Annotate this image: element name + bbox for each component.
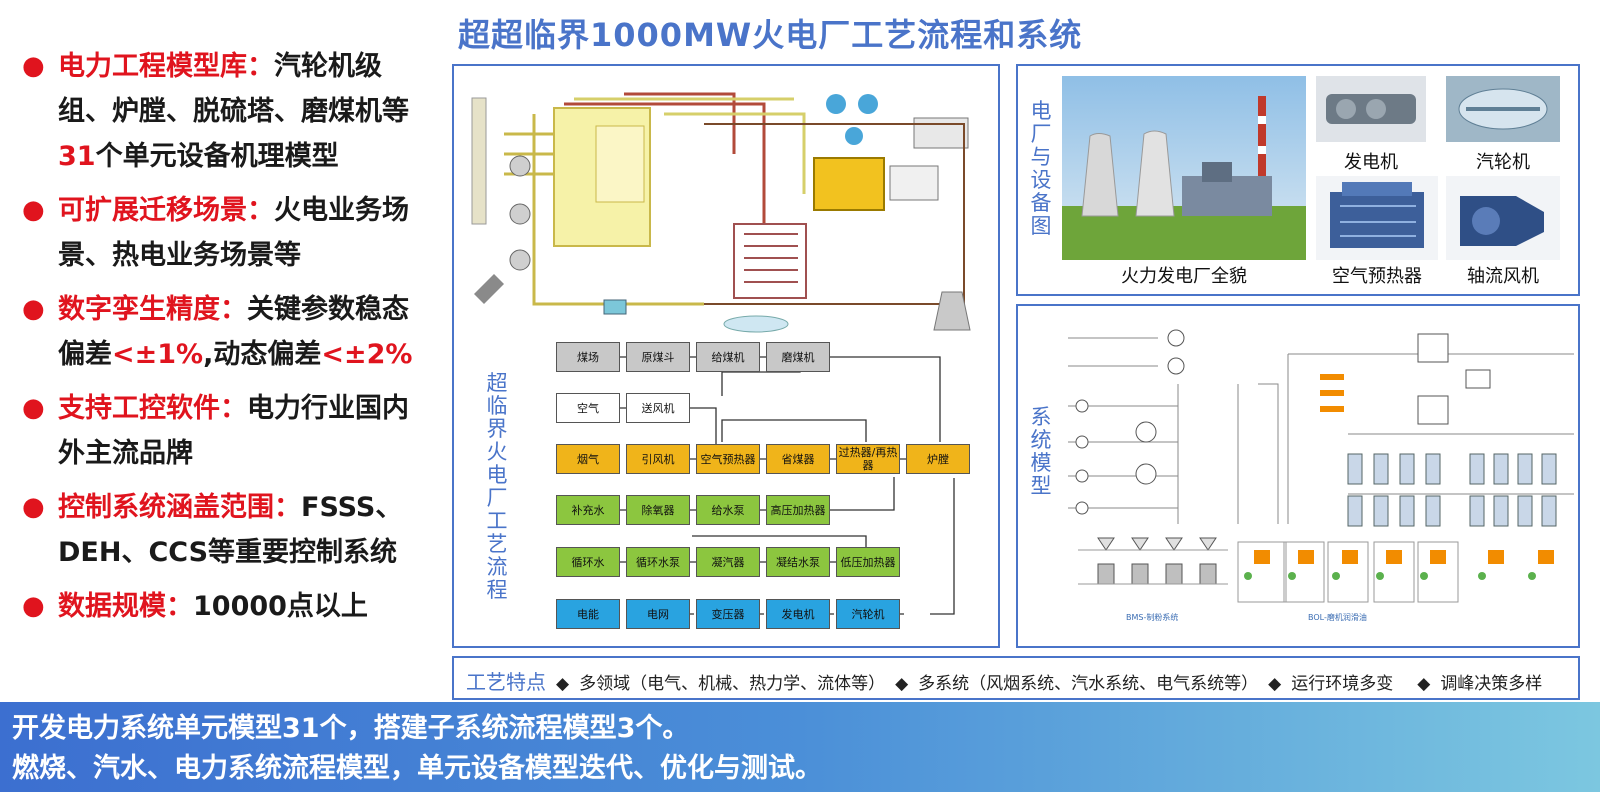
bullet-dot: ● bbox=[22, 294, 45, 324]
process-flow-panel: 超临界火电厂工艺流程 煤场 原煤斗 给煤机 磨煤机 空气 送风机 烟气 引风机 … bbox=[452, 64, 1000, 648]
flow-connectors bbox=[620, 356, 955, 615]
bullet-text: ,动态偏差 bbox=[203, 339, 322, 370]
block-circ-pump: 循环水泵 bbox=[626, 547, 690, 577]
block-makeup-water: 补充水 bbox=[556, 495, 620, 525]
bullet-text: 汽轮机级组、炉膛、脱硫塔、磨煤机等 bbox=[58, 51, 409, 127]
block-feed-pump: 给水泵 bbox=[696, 495, 760, 525]
bullet-text: 关键参数稳态偏差 bbox=[58, 294, 409, 370]
bullet-label: 数字孪生精度： bbox=[58, 294, 247, 325]
diamond-icon: ◆ bbox=[556, 674, 570, 694]
summary-banner: 开发电力系统单元模型31个，搭建子系统流程模型3个。 燃烧、汽水、电力系统流程模… bbox=[0, 702, 1600, 792]
turbine-photo bbox=[1446, 76, 1560, 142]
model-label-bol: BOL-磨机润滑油 bbox=[1308, 613, 1367, 622]
model-vertical-label: 系统模型 bbox=[1030, 405, 1052, 498]
diamond-icon: ◆ bbox=[895, 674, 909, 694]
bullet-model-library: ● 电力工程模型库：汽轮机级组、炉膛、脱硫塔、磨煤机等 31个单元设备机理模型 bbox=[14, 44, 434, 179]
bullet-control-scope: ● 控制系统涵盖范围：FSSS、DEH、CCS等重要控制系统 bbox=[14, 485, 434, 575]
block-furnace: 炉膛 bbox=[906, 444, 970, 474]
bullet-highlight: <±1% bbox=[112, 339, 204, 370]
bullet-dot: ● bbox=[22, 195, 45, 225]
block-turbine: 汽轮机 bbox=[836, 599, 900, 629]
feature-item: 多领域（电气、机械、热力学、流体等） bbox=[579, 674, 886, 694]
block-air-preheater: 空气预热器 bbox=[696, 444, 760, 474]
bullet-highlight: 31 bbox=[58, 141, 96, 172]
caption-plant: 火力发电厂全貌 bbox=[1121, 266, 1247, 287]
photo-vertical-label: 电厂与设备图 bbox=[1030, 99, 1052, 238]
system-model-panel: 系统模型 bbox=[1016, 304, 1580, 648]
plant-equipment-panel: 电厂与设备图 火力发电厂全貌 发电机 汽轮机 空气预热器 bbox=[1016, 64, 1580, 296]
model-label-bms: BMS-制粉系统 bbox=[1126, 613, 1179, 622]
block-coal-mill: 磨煤机 bbox=[766, 342, 830, 372]
block-coal-field: 煤场 bbox=[556, 342, 620, 372]
block-lp-heater: 低压加热器 bbox=[836, 547, 900, 577]
feature-item: 多系统（风烟系统、汽水系统、电气系统等） bbox=[918, 674, 1259, 694]
block-air: 空气 bbox=[556, 393, 620, 423]
feature-row: 工艺特点 ◆ 多领域（电气、机械、热力学、流体等） ◆ 多系统（风烟系统、汽水系统、电气… bbox=[466, 666, 1542, 695]
bullet-label: 电力工程模型库： bbox=[58, 51, 274, 82]
block-circ-water: 循环水 bbox=[556, 547, 620, 577]
block-superheater: 过热器/再热器 bbox=[836, 444, 900, 474]
bullet-label: 可扩展迁移场景： bbox=[58, 195, 274, 226]
block-raw-coal-bunker: 原煤斗 bbox=[626, 342, 690, 372]
bullet-highlight: <±2% bbox=[321, 339, 413, 370]
block-fd-fan: 送风机 bbox=[626, 393, 690, 423]
caption-turbine: 汽轮机 bbox=[1476, 152, 1530, 173]
bullet-text: 火电业务场景、热电业务场景等 bbox=[58, 195, 409, 271]
block-coal-feeder: 给煤机 bbox=[696, 342, 760, 372]
process-features-bar: 工艺特点 ◆ 多领域（电气、机械、热力学、流体等） ◆ 多系统（风烟系统、汽水系统、电气… bbox=[452, 656, 1580, 700]
generator-photo bbox=[1316, 76, 1426, 142]
feature-item: 运行环境多变 bbox=[1291, 674, 1394, 694]
bullet-dot: ● bbox=[22, 492, 45, 522]
bullet-ics-software: ● 支持工控软件：电力行业国内外主流品牌 bbox=[14, 386, 434, 476]
feature-bullet-list: ● 电力工程模型库：汽轮机级组、炉膛、脱硫塔、磨煤机等 31个单元设备机理模型 ●… bbox=[14, 44, 434, 638]
bullet-label: 数据规模： bbox=[58, 591, 193, 622]
feature-item: 调峰决策多样 bbox=[1440, 674, 1543, 694]
process-vertical-label: 超临界火电厂工艺流程 bbox=[486, 371, 508, 602]
block-hp-heater: 高压加热器 bbox=[766, 495, 830, 525]
plant-schematic-image bbox=[471, 92, 971, 333]
block-condensate-pump: 凝结水泵 bbox=[766, 547, 830, 577]
axial-fan-photo bbox=[1446, 176, 1560, 260]
bullet-scenarios: ● 可扩展迁移场景：火电业务场景、热电业务场景等 bbox=[14, 188, 434, 278]
bullet-data-scale: ● 数据规模：10000点以上 bbox=[14, 584, 434, 629]
diamond-icon: ◆ bbox=[1417, 674, 1431, 694]
bullet-text: 10000点以上 bbox=[193, 591, 368, 622]
bullet-text: 个单元设备机理模型 bbox=[95, 141, 339, 172]
block-condenser: 凝汽器 bbox=[696, 547, 760, 577]
bullet-dot: ● bbox=[22, 393, 45, 423]
bullet-text: 电力行业国内外主流品牌 bbox=[58, 393, 409, 469]
block-power-load: 电能 bbox=[556, 599, 620, 629]
bullet-label: 支持工控软件： bbox=[58, 393, 247, 424]
bullet-dot: ● bbox=[22, 591, 45, 621]
bullet-dot: ● bbox=[22, 51, 45, 81]
block-grid: 电网 bbox=[626, 599, 690, 629]
caption-air-preheater: 空气预热器 bbox=[1332, 266, 1422, 287]
page-title: 超超临界1000MW火电厂工艺流程和系统 bbox=[458, 16, 1083, 54]
block-id-fan: 引风机 bbox=[626, 444, 690, 474]
summary-line-2: 燃烧、汽水、电力系统流程模型，单元设备模型迭代、优化与测试。 bbox=[12, 753, 822, 784]
features-title: 工艺特点 bbox=[466, 670, 546, 694]
bullet-twin-accuracy: ● 数字孪生精度：关键参数稳态偏差<±1%,动态偏差<±2% bbox=[14, 287, 434, 377]
summary-line-1: 开发电力系统单元模型31个，搭建子系统流程模型3个。 bbox=[12, 713, 690, 744]
diamond-icon: ◆ bbox=[1268, 674, 1282, 694]
block-flue-gas: 烟气 bbox=[556, 444, 620, 474]
caption-generator: 发电机 bbox=[1344, 152, 1398, 173]
caption-axial-fan: 轴流风机 bbox=[1467, 266, 1539, 287]
bullet-text: FSSS、DEH、CCS等重要控制系统 bbox=[58, 492, 403, 568]
block-transformer: 变压器 bbox=[696, 599, 760, 629]
system-model-diagram bbox=[1068, 329, 1574, 603]
block-economizer: 省煤器 bbox=[766, 444, 830, 474]
block-generator: 发电机 bbox=[766, 599, 830, 629]
bullet-label: 控制系统涵盖范围： bbox=[58, 492, 301, 523]
air-preheater-photo bbox=[1316, 176, 1438, 260]
block-deaerator: 除氧器 bbox=[626, 495, 690, 525]
plant-photo bbox=[1062, 76, 1306, 260]
